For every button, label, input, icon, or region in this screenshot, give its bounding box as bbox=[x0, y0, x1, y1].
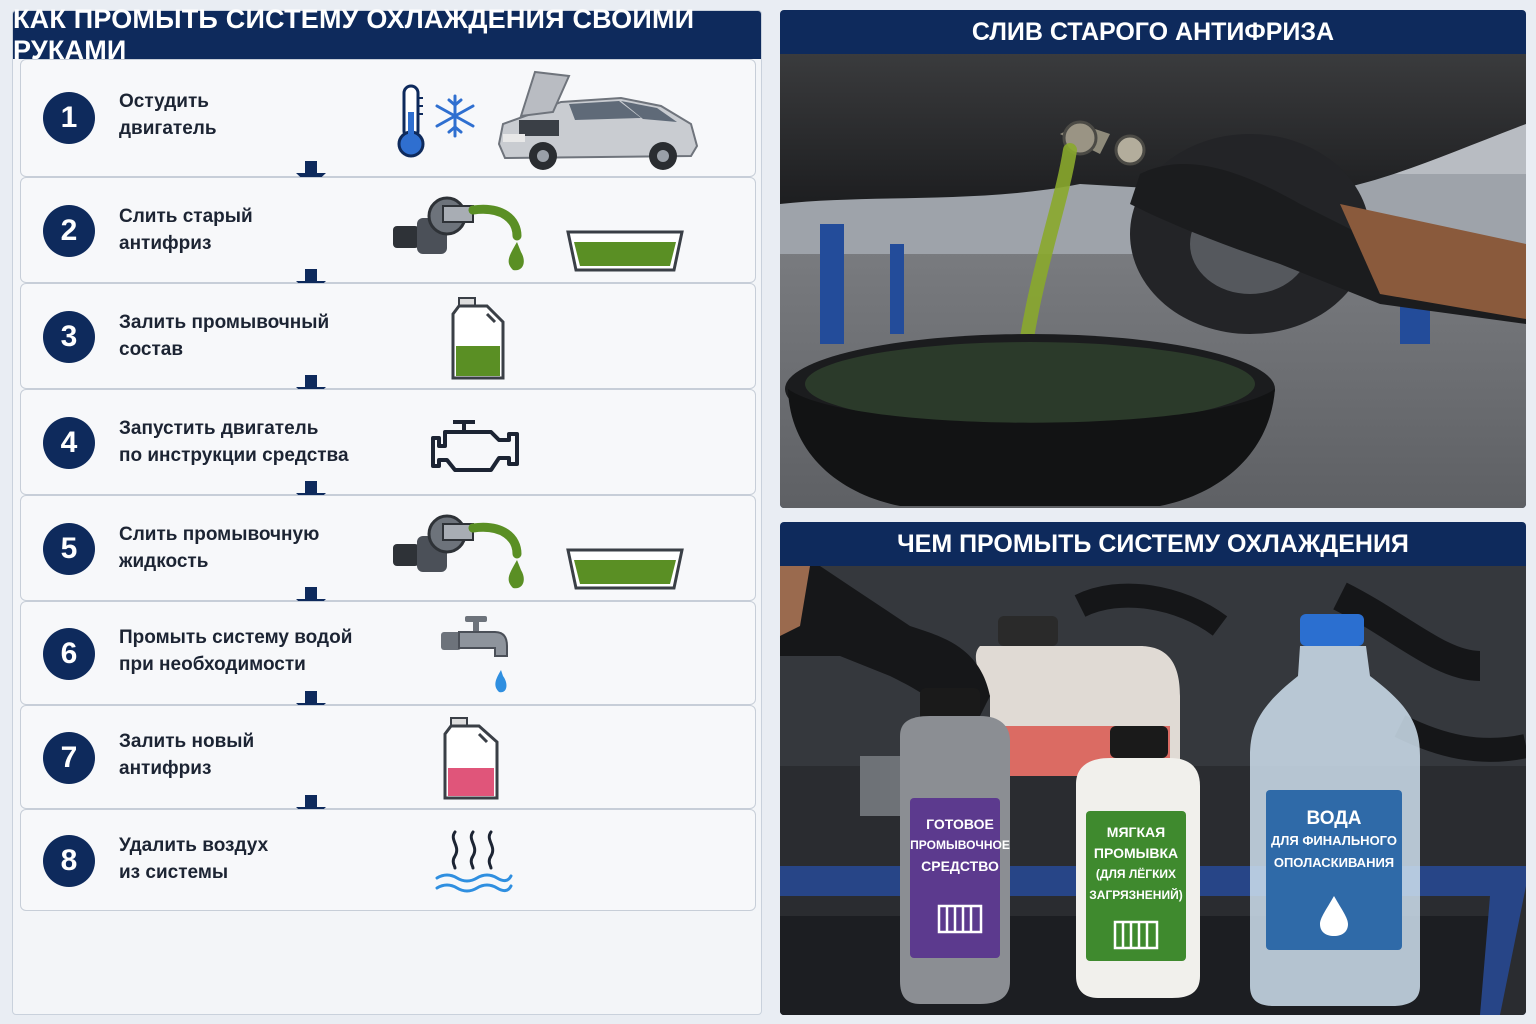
step-5: 5 Слить промывочную жидкость bbox=[20, 495, 756, 601]
step-label: Слить старый антифриз bbox=[119, 206, 253, 254]
step-number: 7 bbox=[43, 732, 95, 784]
step-number: 8 bbox=[43, 835, 95, 887]
step-label: Залить новый антифриз bbox=[119, 731, 255, 779]
step-6: 6 Промыть систему водой при необходимост… bbox=[20, 601, 756, 705]
bottle-label-ready-flush: ГОТОВОЕ ПРОМЫВОЧНОЕ СРЕДСТВО bbox=[910, 816, 1010, 874]
drain-photo-title: СЛИВ СТАРОГО АНТИФРИЗА bbox=[971, 17, 1335, 46]
thermometer-icon bbox=[397, 84, 425, 158]
step-label: Залить промывочный состав bbox=[119, 312, 330, 360]
step-label: Промыть систему водой при необходимости bbox=[119, 627, 353, 675]
drain-plug-icon bbox=[393, 196, 524, 271]
step-4: 4 Запустить двигатель по инструкции сред… bbox=[20, 389, 756, 495]
step-number: 4 bbox=[43, 417, 95, 469]
drain-plug-icon bbox=[393, 514, 524, 589]
step-label: Запустить двигатель по инструкции средст… bbox=[119, 418, 349, 466]
down-arrow-icon bbox=[296, 269, 326, 295]
step-label: Удалить воздух из системы bbox=[119, 835, 269, 883]
drain-pan-icon bbox=[566, 230, 684, 272]
down-arrow-icon bbox=[296, 161, 326, 187]
step-3: 3 Залить промывочный состав bbox=[20, 283, 756, 389]
step-number: 6 bbox=[43, 628, 95, 680]
down-arrow-icon bbox=[296, 691, 326, 717]
steps-panel: КАК ПРОМЫТЬ СИСТЕМУ ОХЛАЖДЕНИЯ СВОИМИ РУ… bbox=[12, 4, 762, 1015]
down-arrow-icon bbox=[296, 375, 326, 401]
step-1: 1 Остудить двигатель bbox=[20, 59, 756, 177]
flush-products-title: ЧЕМ ПРОМЫТЬ СИСТЕМУ ОХЛАЖДЕНИЯ bbox=[897, 529, 1409, 558]
water-drop-icon bbox=[1320, 896, 1348, 936]
flush-canister-icon bbox=[451, 297, 505, 380]
step-7: 7 Залить новый антифриз bbox=[20, 705, 756, 809]
radiator-icon bbox=[937, 904, 983, 934]
snowflake-icon bbox=[435, 94, 475, 138]
draining-antifreeze-photo bbox=[780, 54, 1526, 508]
antifreeze-canister-icon bbox=[443, 717, 499, 800]
drain-pan-icon bbox=[566, 548, 684, 590]
drain-photo-panel: СЛИВ СТАРОГО АНТИФРИЗА bbox=[780, 10, 1526, 508]
water-tap-icon bbox=[441, 616, 508, 693]
flush-products-panel: ЧЕМ ПРОМЫТЬ СИСТЕМУ ОХЛАЖДЕНИЯ ГОТОВОЕ bbox=[780, 522, 1526, 1015]
step-2: 2 Слить старый антифриз bbox=[20, 177, 756, 283]
radiator-icon bbox=[1113, 920, 1159, 950]
car-hood-open-icon bbox=[497, 70, 699, 170]
steam-icon bbox=[435, 830, 513, 893]
down-arrow-icon bbox=[296, 481, 326, 507]
bottle-label-mild-flush: МЯГКАЯ ПРОМЫВКА (ДЛЯ ЛЁГКИХ ЗАГРЯЗНЕНИЙ) bbox=[1089, 824, 1183, 902]
steps-panel-title: КАК ПРОМЫТЬ СИСТЕМУ ОХЛАЖДЕНИЯ СВОИМИ РУ… bbox=[13, 4, 761, 65]
step-label: Остудить двигатель bbox=[119, 91, 217, 139]
step-number: 5 bbox=[43, 523, 95, 575]
step-8: 8 Удалить воздух из системы bbox=[20, 809, 756, 911]
bottle-label-water: ВОДА ДЛЯ ФИНАЛЬНОГО ОПОЛАСКИВАНИЯ bbox=[1271, 808, 1397, 870]
down-arrow-icon bbox=[296, 587, 326, 613]
step-number: 3 bbox=[43, 311, 95, 363]
flush-products-photo bbox=[780, 566, 1526, 1015]
step-number: 1 bbox=[43, 92, 95, 144]
down-arrow-icon bbox=[296, 795, 326, 821]
step-label: Слить промывочную жидкость bbox=[119, 524, 320, 572]
engine-icon bbox=[431, 420, 519, 472]
step-number: 2 bbox=[43, 205, 95, 257]
